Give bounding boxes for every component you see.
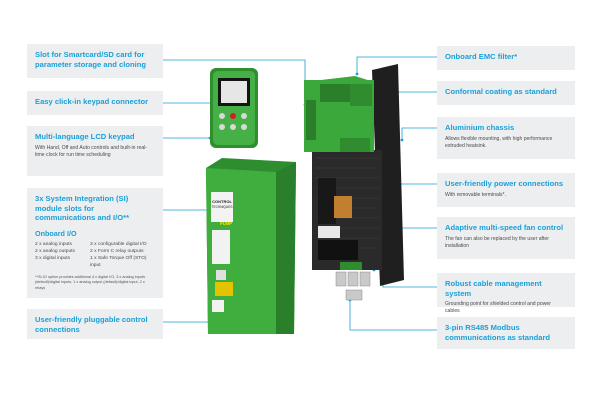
lcd-keypad	[210, 68, 258, 148]
keypad-button	[219, 113, 225, 119]
callout-description: With removable terminals*.	[445, 191, 506, 198]
leader-dot	[355, 72, 359, 76]
callout-rs485-modbus: 3-pin RS485 Modbus communications as sta…	[437, 317, 575, 349]
io-item: 1 x Safe Torque Off (STO) input	[90, 255, 147, 268]
model-label: PUMP	[220, 221, 232, 226]
callout-title: Adaptive multi-speed fan control	[445, 223, 564, 232]
callout-keypad-connector: Easy click-in keypad connector	[27, 91, 163, 115]
onboard-io-list: 2 x analog inputs 3 x configurable digit…	[35, 241, 155, 269]
drive-body	[304, 76, 374, 270]
callout-title: Conformal coating as standard	[445, 87, 557, 96]
io-item: 2 x analog outputs	[35, 248, 75, 254]
callout-aluminium-chassis: Aluminium chassis Allows flexible mounti…	[437, 117, 575, 159]
leader-line	[356, 56, 437, 74]
brand-logo: TECHNIQUES	[212, 205, 233, 209]
io-item: 3 x digital inputs	[35, 255, 71, 261]
brand-logo: CONTROL	[212, 199, 232, 204]
keypad-button	[241, 113, 247, 119]
keypad-button	[241, 124, 247, 130]
footnote: **SI-IO option provides additional 4 x d…	[35, 274, 145, 290]
callout-title: User-friendly pluggable control connecti…	[35, 315, 148, 334]
callout-description: Allows flexible mounting, with high perf…	[445, 135, 553, 149]
io-item: 2 x analog inputs	[35, 241, 72, 247]
callout-si-modules: 3x System Integration (SI) module slots …	[27, 188, 163, 298]
fan	[318, 178, 336, 224]
callout-cable-management: Robust cable management system Grounding…	[437, 273, 575, 314]
callout-title: Robust cable management system	[445, 279, 542, 298]
callout-description: The fan can also be replaced by the user…	[445, 235, 549, 249]
keypad-button	[230, 124, 236, 130]
callout-title: User-friendly power connections	[445, 179, 564, 188]
io-item: 3 x configurable digital I/O	[90, 241, 147, 247]
callout-power-connections: User-friendly power connections With rem…	[437, 173, 575, 207]
callout-conformal-coating: Conformal coating as standard	[437, 81, 575, 105]
callout-description: Grounding point for shielded control and…	[445, 301, 551, 315]
callout-lcd-keypad: Multi-language LCD keypad With Hand, Off…	[27, 126, 163, 176]
leader-line	[349, 300, 437, 331]
leader-dot	[400, 138, 404, 142]
keypad-button	[219, 124, 225, 130]
bottom-terminals	[335, 271, 371, 301]
callout-title: Slot for Smartcard/SD card for parameter…	[35, 50, 146, 69]
callout-title: Onboard EMC filter*	[445, 52, 518, 61]
callout-emc-filter: Onboard EMC filter*	[437, 46, 575, 70]
callout-fan-control: Adaptive multi-speed fan control The fan…	[437, 217, 575, 259]
onboard-io-title: Onboard I/O	[35, 228, 77, 238]
keypad-button	[230, 113, 236, 119]
callout-description: With Hand, Off and Auto controls and bui…	[35, 144, 148, 158]
callout-title: 3x System Integration (SI) module slots …	[35, 194, 130, 223]
callout-title: 3-pin RS485 Modbus communications as sta…	[445, 323, 551, 342]
callout-smartcard-slot: Slot for Smartcard/SD card for parameter…	[27, 44, 163, 78]
callout-title: Easy click-in keypad connector	[35, 97, 149, 106]
io-item: 2 x Form C relay outputs	[90, 248, 144, 254]
callout-pluggable-control: User-friendly pluggable control connecti…	[27, 309, 163, 339]
leader-line	[401, 127, 437, 140]
front-cover: CONTROL TECHNIQUES PUMP	[206, 158, 296, 334]
callout-title: Multi-language LCD keypad	[35, 132, 135, 141]
callout-title: Aluminium chassis	[445, 123, 515, 132]
